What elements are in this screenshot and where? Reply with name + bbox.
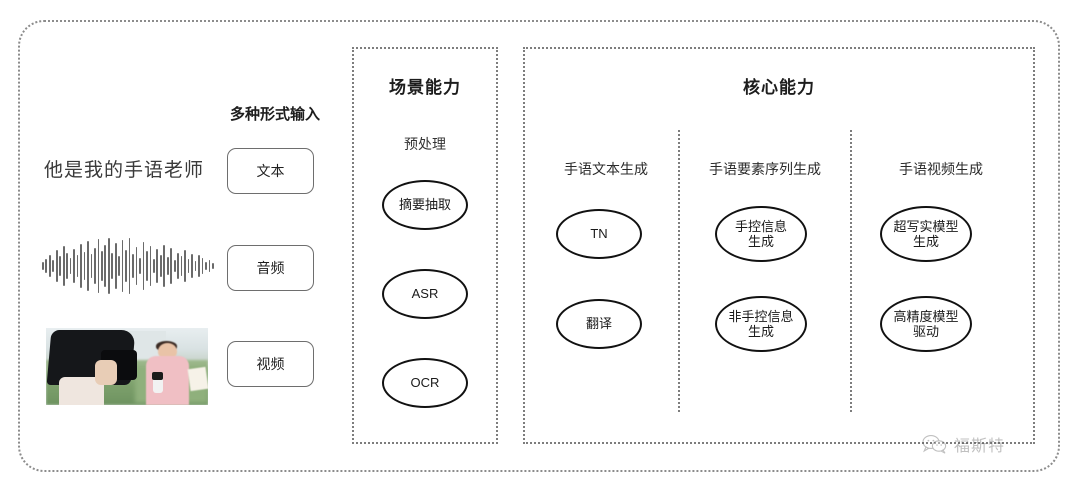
modality-chip-video[interactable]: 视频 (227, 341, 314, 387)
core-capability-panel: 核心能力 (523, 47, 1035, 444)
node-translation[interactable]: 翻译 (556, 299, 642, 349)
node-tn[interactable]: TN (556, 209, 642, 259)
core-column-divider-1 (678, 130, 680, 412)
modality-chip-audio[interactable]: 音频 (227, 245, 314, 291)
core-column-header-sign-text-generation: 手语文本生成 (564, 161, 648, 177)
waveform-icon (42, 238, 214, 294)
node-non-manual-signal-generation[interactable]: 非手控信息 生成 (715, 296, 807, 352)
node-manual-signal-generation[interactable]: 手控信息 生成 (715, 206, 807, 262)
scene-panel-title: 场景能力 (389, 78, 461, 97)
node-asr[interactable]: ASR (382, 269, 468, 319)
core-column-header-sign-element-sequence-generation: 手语要素序列生成 (709, 161, 821, 177)
diagram-outer-frame (18, 20, 1060, 472)
core-panel-title: 核心能力 (743, 78, 815, 97)
scene-panel-subtitle: 预处理 (404, 136, 446, 152)
modality-chip-text[interactable]: 文本 (227, 148, 314, 194)
core-column-divider-2 (850, 130, 852, 412)
input-section-heading: 多种形式输入 (229, 106, 320, 123)
watermark: 福斯特 (922, 432, 1005, 456)
scene-capability-panel: 场景能力 预处理 (352, 47, 498, 444)
node-high-precision-model-driving[interactable]: 高精度模型 驱动 (880, 296, 972, 352)
node-summary-extraction[interactable]: 摘要抽取 (382, 180, 468, 230)
video-thumbnail-icon (46, 328, 208, 405)
wechat-bubble-icon (922, 434, 948, 454)
core-column-header-sign-video-generation: 手语视频生成 (899, 161, 983, 177)
sample-input-text: 他是我的手语老师 (44, 160, 205, 181)
node-ocr[interactable]: OCR (382, 358, 468, 408)
node-photorealistic-model-generation[interactable]: 超写实模型 生成 (880, 206, 972, 262)
watermark-text: 福斯特 (954, 438, 1006, 455)
